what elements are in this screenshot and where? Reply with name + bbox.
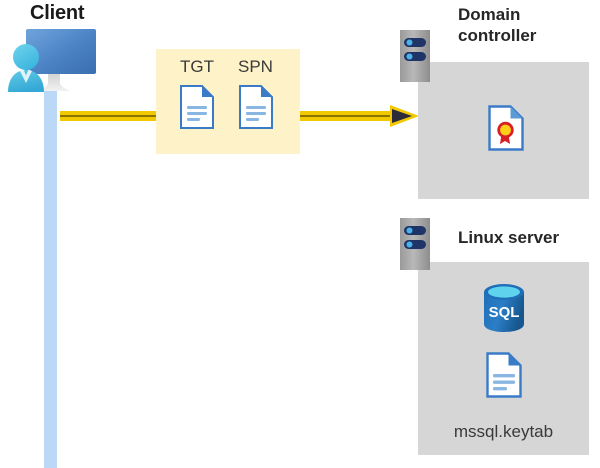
tgt-document-icon xyxy=(180,85,214,129)
client-lifeline xyxy=(44,88,57,468)
certificate-document-icon xyxy=(488,105,524,151)
sql-database-icon: SQL xyxy=(482,283,526,333)
keytab-document-icon xyxy=(486,352,522,398)
domain-controller-title: Domain controller xyxy=(458,5,537,45)
client-label: Client xyxy=(30,2,85,24)
keytab-filename-label: mssql.keytab xyxy=(453,422,554,441)
spn-document-icon xyxy=(239,85,273,129)
token-highlight-band xyxy=(156,49,300,154)
spn-label: SPN xyxy=(238,57,273,76)
server-rack-icon xyxy=(400,30,430,82)
server-rack-icon xyxy=(400,218,430,270)
tgt-label: TGT xyxy=(180,57,214,76)
svg-text:SQL: SQL xyxy=(489,304,520,321)
linux-server-title: Linux server xyxy=(458,228,560,247)
client-monitor-user-icon xyxy=(4,26,100,98)
